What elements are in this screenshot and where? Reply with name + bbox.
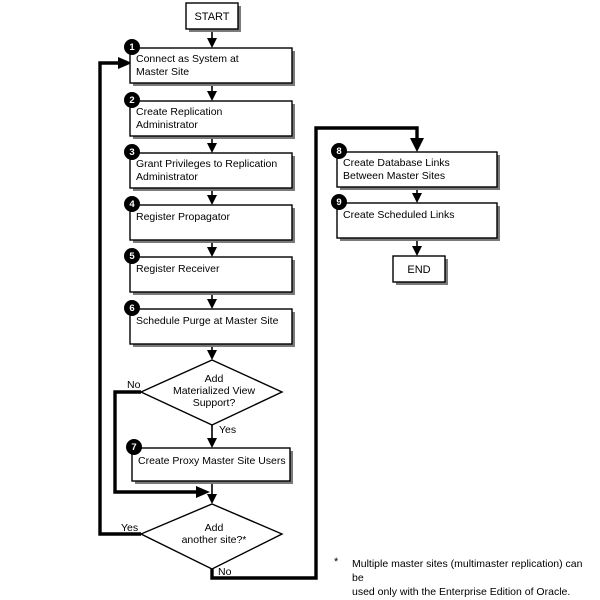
decision2-branch-yes-label: Yes (121, 522, 138, 534)
connector-decision2-yes-loop (98, 61, 141, 536)
arrowhead-decision2-yes-loop (118, 57, 132, 69)
step2-number: 2 (129, 95, 134, 106)
node-step-6[interactable]: Schedule Purge at Master Site 6 (124, 300, 295, 347)
decision1-label-line2: Materialized View (173, 385, 256, 397)
step5-number: 5 (129, 251, 135, 262)
node-step-7[interactable]: Create Proxy Master Site Users 7 (126, 439, 293, 484)
step6-box (129, 308, 293, 345)
step3-number-badge (124, 144, 140, 160)
step2-label-line2: Administrator (136, 119, 198, 131)
step1-box (129, 47, 293, 84)
start-box (185, 2, 239, 30)
step9-number: 9 (336, 197, 341, 208)
step7-number: 7 (131, 442, 136, 453)
node-step-8[interactable]: Create Database Links Between Master Sit… (331, 143, 500, 190)
decision1-diamond (139, 359, 284, 426)
decision1-branch-no-label: No (127, 379, 141, 391)
node-step-9[interactable]: Create Scheduled Links 9 (331, 194, 500, 241)
step3-number: 3 (129, 147, 134, 158)
step8-number-badge (331, 143, 347, 159)
arrowhead-step5-to-step6 (207, 299, 217, 309)
step5-number-badge (124, 248, 140, 264)
step1-number: 1 (129, 42, 135, 53)
step9-label-line1: Create Scheduled Links (343, 209, 455, 221)
decision2-label-line2: another site?* (182, 534, 247, 546)
arrowhead-step6-to-decision1 (207, 350, 217, 360)
arrowhead-decision1-no-loop (196, 486, 210, 498)
decision2-diamond (139, 503, 284, 570)
decision2-label-line1: Add (205, 522, 224, 534)
node-decision-materialized-view[interactable]: Add Materialized View Support? (139, 359, 284, 426)
node-end[interactable]: END (392, 255, 448, 285)
step8-number: 8 (336, 146, 341, 157)
step4-number: 4 (129, 199, 135, 210)
decision2-branch-no-label: No (218, 566, 232, 578)
arrowhead-step9-to-end (412, 246, 422, 256)
footnote-marker: * (334, 556, 339, 568)
step5-box (129, 256, 293, 293)
connector-decision2-no-to-step8 (210, 126, 419, 580)
decision1-label-line1: Add (205, 373, 224, 385)
node-decision-another-site[interactable]: Add another site?* (139, 503, 284, 570)
end-box (392, 255, 446, 283)
step4-number-badge (124, 196, 140, 212)
step4-box (129, 204, 293, 241)
end-label: END (407, 264, 430, 276)
decision1-label-line3: Support? (193, 397, 236, 409)
step8-label-line2: Between Master Sites (343, 170, 445, 182)
step2-box (129, 100, 293, 137)
node-step-3[interactable]: Grant Privileges to Replication Administ… (124, 144, 295, 191)
step7-number-badge (126, 439, 142, 455)
arrowhead-start-to-step1 (207, 38, 217, 48)
step3-label-line2: Administrator (136, 171, 198, 183)
step1-label-line2: Master Site (136, 66, 189, 78)
step2-label-line1: Create Replication (136, 106, 223, 118)
step8-label-line1: Create Database Links (343, 157, 450, 169)
step9-box (336, 202, 498, 239)
step3-label-line1: Grant Privileges to Replication (136, 158, 277, 170)
arrowhead-step2-to-step3 (207, 143, 217, 153)
step6-number: 6 (129, 303, 134, 314)
connector-decision1-no-loop (113, 390, 198, 494)
node-step-5[interactable]: Register Receiver 5 (124, 248, 295, 295)
step2-number-badge (124, 92, 140, 108)
decision1-branch-yes-label: Yes (219, 424, 236, 436)
step6-label-line1: Schedule Purge at Master Site (136, 315, 279, 327)
arrowhead-step4-to-step5 (207, 247, 217, 257)
step7-box (131, 447, 291, 482)
arrowhead-step7-to-decision2 (207, 494, 217, 504)
step8-box (336, 151, 498, 188)
step5-label-line1: Register Receiver (136, 263, 220, 275)
step1-label-line1: Connect as System at (136, 53, 239, 65)
step1-number-badge (124, 39, 140, 55)
node-step-1[interactable]: Connect as System at Master Site 1 (124, 39, 295, 86)
footnote-text: Multiple master sites (multimaster repli… (352, 558, 583, 598)
start-label: START (194, 11, 229, 23)
step9-number-badge (331, 194, 347, 210)
node-start[interactable]: START (185, 2, 241, 32)
node-step-2[interactable]: Create Replication Administrator 2 (124, 92, 295, 139)
step7-label-line1: Create Proxy Master Site Users (138, 455, 286, 467)
node-step-4[interactable]: Register Propagator 4 (124, 196, 295, 243)
arrowhead-step1-to-step2 (207, 91, 217, 101)
step3-box (129, 152, 293, 189)
step4-label-line1: Register Propagator (136, 211, 230, 223)
arrowhead-decision2-no-to-step8 (410, 138, 424, 152)
arrowhead-step8-to-step9 (412, 193, 422, 203)
step6-number-badge (124, 300, 140, 316)
connector-group-loops (98, 57, 424, 580)
arrowhead-decision1-yes-to-step7 (207, 438, 217, 448)
arrowhead-step3-to-step4 (207, 195, 217, 205)
